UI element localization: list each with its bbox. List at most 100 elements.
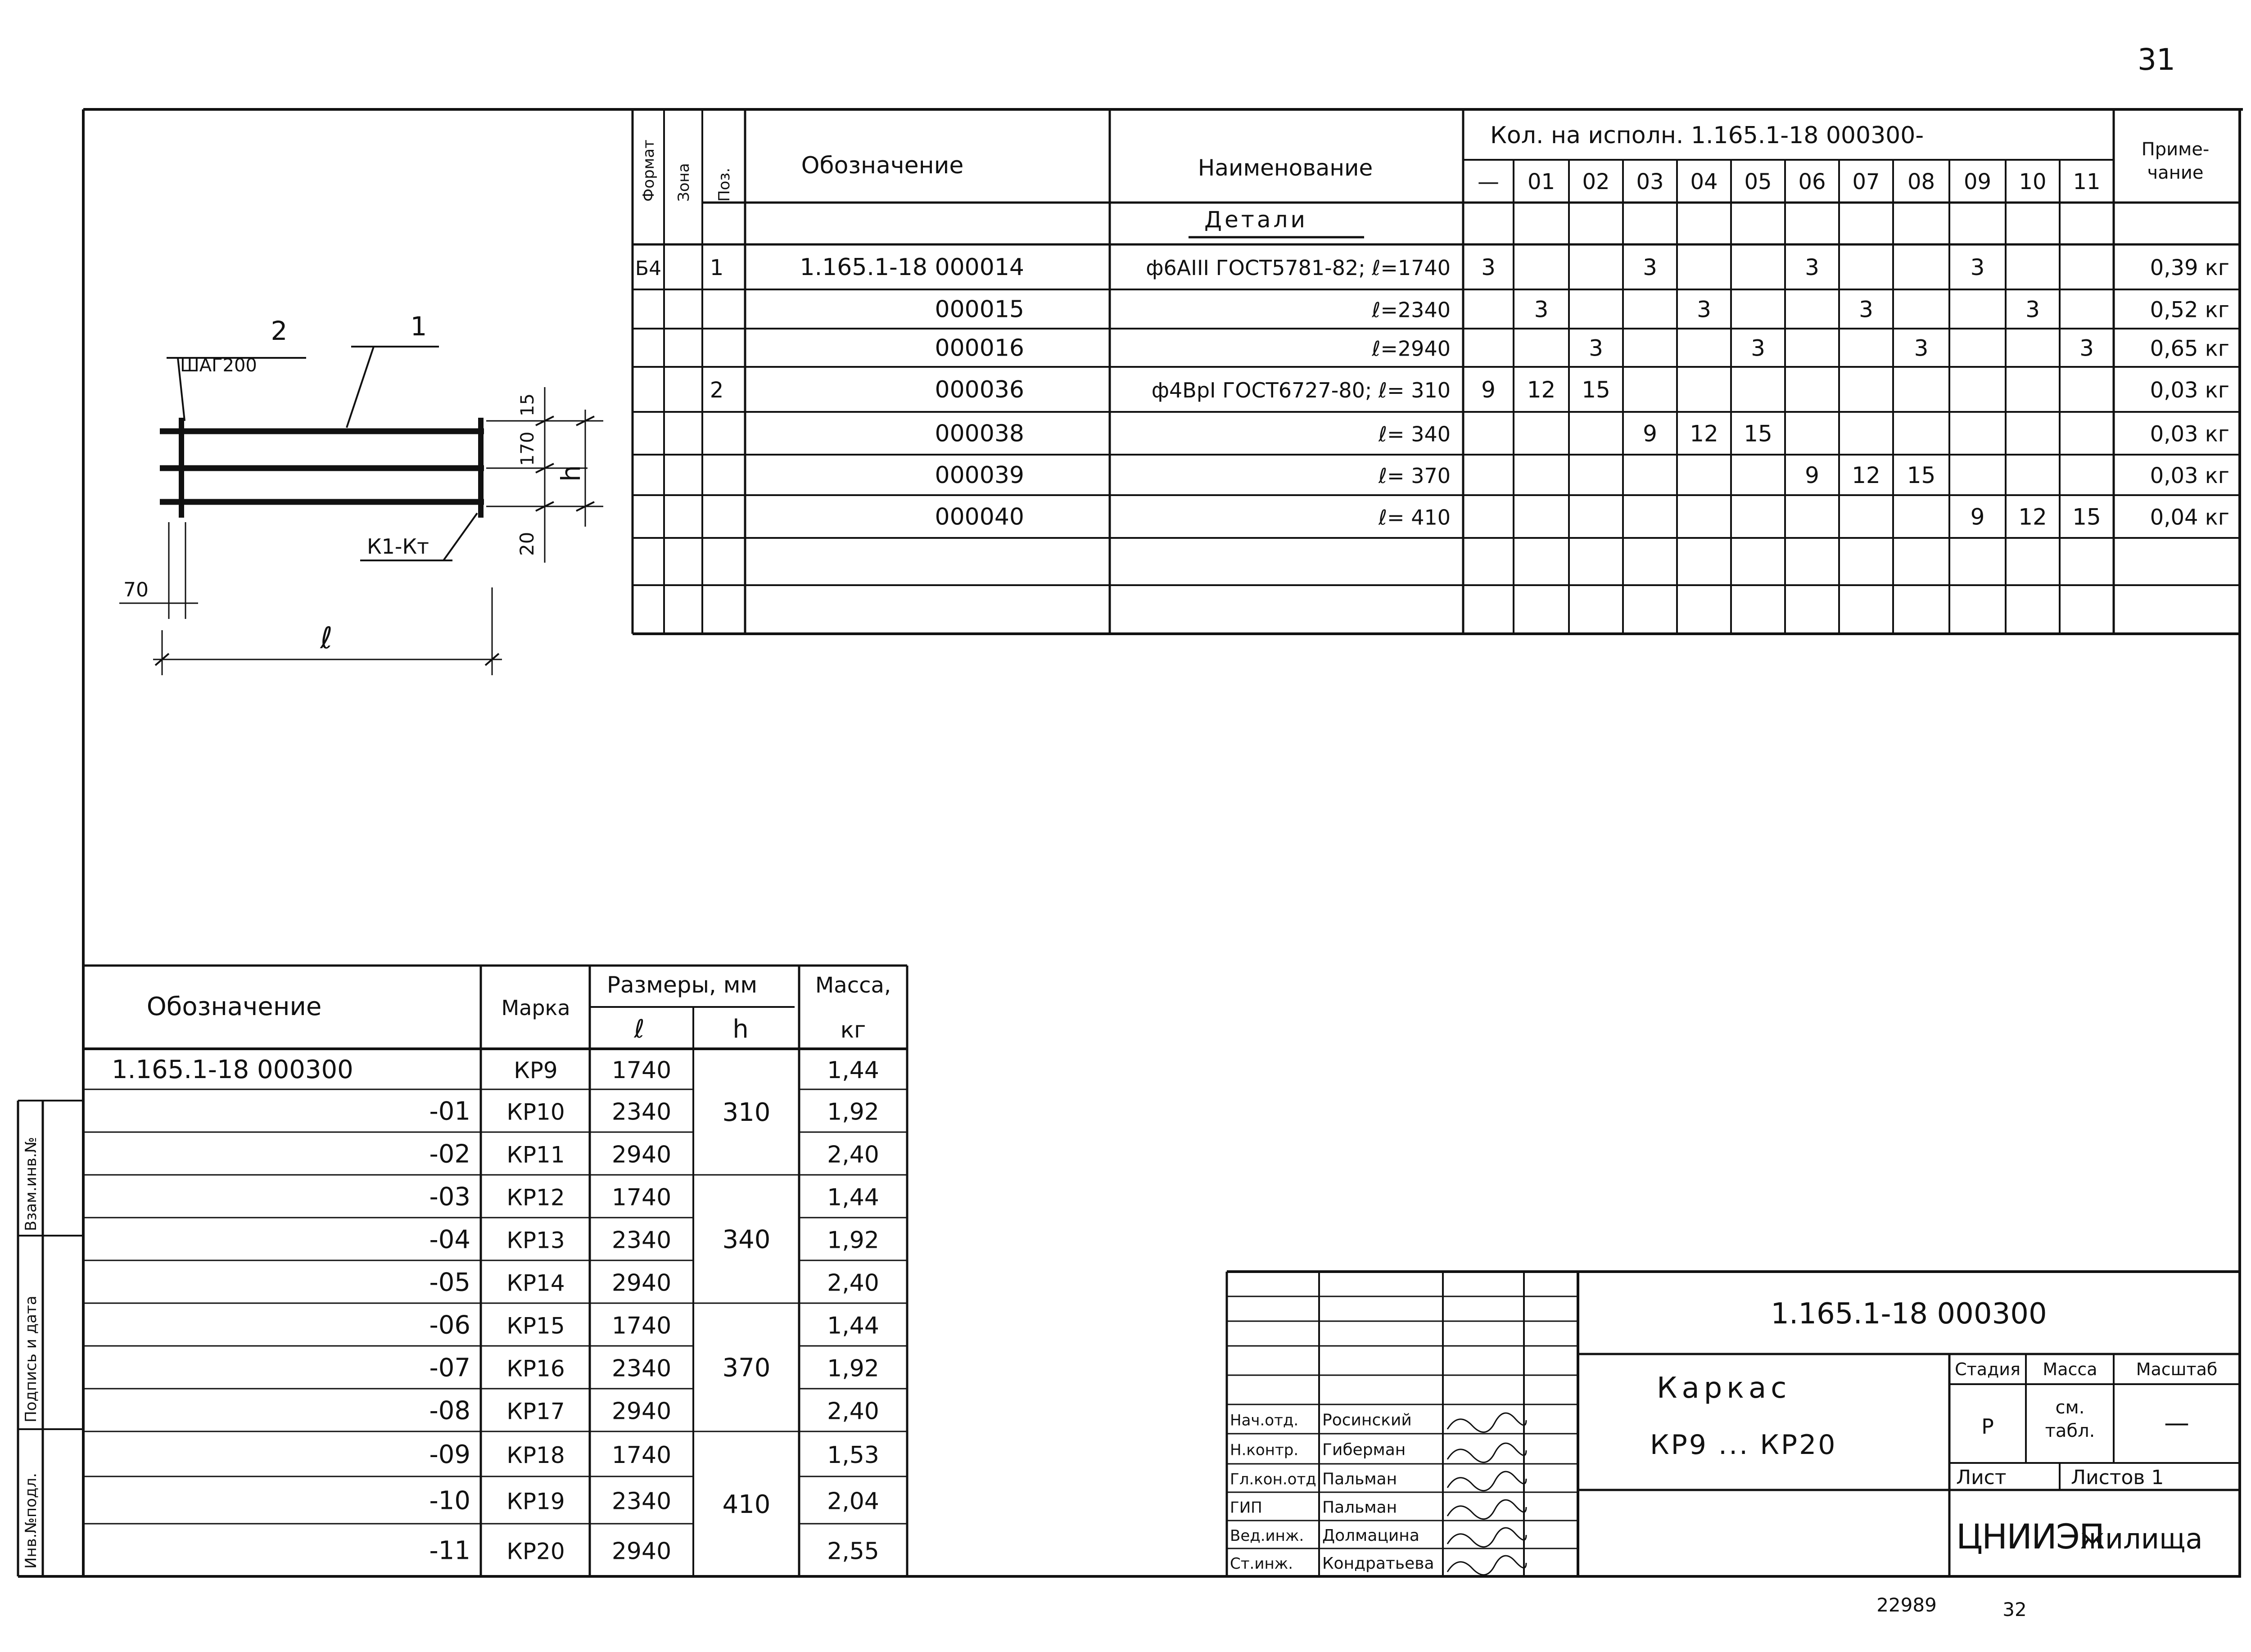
spec-cell-position: 2 [710,378,724,403]
size-cell-mark: КР12 [506,1185,565,1211]
spec-cell-qty: 15 [2072,504,2101,530]
spec-cell-qty: 12 [2018,504,2047,530]
size-cell-l: 2940 [612,1398,671,1425]
signature-mark [1446,1442,1527,1463]
spec-exec-col-03: 03 [1636,169,1663,194]
size-cell-designation: -11 [429,1536,470,1566]
spec-cell-qty: 3 [1481,254,1496,280]
spec-cell-qty: 15 [1907,462,1936,488]
spec-exec-col-06: 06 [1798,169,1826,194]
spec-cell-name: ℓ=2940 [1371,337,1451,361]
title-block-stage: Р [1981,1414,1994,1439]
size-cell-mass: 2,40 [827,1270,879,1297]
label-bar-marks: К1-Кт [367,534,429,559]
title-block-role: Ст.инж. [1230,1555,1293,1573]
size-cell-mass: 1,92 [827,1355,879,1382]
spec-cell-qty: 3 [1643,254,1657,280]
size-cell-l: 1740 [612,1184,671,1211]
size-cell-mark: КР16 [506,1356,565,1382]
label-step: ШАГ200 [180,355,257,376]
sizes-header-mark: Марка [501,996,570,1020]
spec-cell-qty: 3 [2079,335,2094,361]
spec-cell-name: ф6АIII ГОСТ5781-82; ℓ=1740 [1146,256,1451,280]
size-row: -03 КР12 1740 1,44 [429,1183,879,1212]
sizes-header-mass: Масса, [815,973,891,998]
sizes-header-l: ℓ [633,1015,644,1044]
size-cell-designation: -10 [429,1486,470,1516]
title-block-role-row: Вед.инж.Долмацина [1230,1526,1527,1548]
side-stamp-signature-date: Подпись и дата [22,1295,40,1422]
spec-header-position: Поз. [715,168,733,202]
spec-cell-qty: 3 [1534,297,1549,323]
spec-cell-qty: 3 [1859,297,1873,323]
size-cell-mass: 1,92 [827,1227,879,1254]
page-number: 31 [2138,42,2175,77]
spec-section-title: Детали [1204,207,1308,233]
size-cell-designation: 1.165.1-18 000300 [112,1055,353,1084]
signature-mark [1446,1471,1527,1492]
spec-cell-format: Б4 [635,257,661,280]
size-cell-designation: -03 [429,1183,470,1212]
size-cell-mark: КР19 [506,1489,565,1515]
size-cell-mark: КР13 [506,1228,565,1254]
size-cell-designation: -06 [429,1311,470,1340]
signature-mark [1446,1412,1527,1433]
title-block-person: Гиберман [1322,1441,1406,1459]
signature-mark [1446,1499,1527,1520]
spec-cell-qty: 12 [1527,377,1556,403]
size-cell-mark: КР9 [514,1057,557,1083]
dim-15: 15 [517,393,538,416]
spec-cell-position: 1 [710,255,724,280]
size-cell-designation: -08 [429,1396,470,1426]
spec-cell-qty: 9 [1971,504,1985,530]
dim-70: 70 [123,578,149,601]
title-block-mass-label: Масса [2043,1359,2097,1379]
title-block-person: Кондратьева [1322,1554,1434,1573]
footer-page-number: 32 [2002,1598,2026,1620]
spec-cell-designation: 000039 [935,462,1024,489]
title-block-sheets-label: Листов 1 [2071,1466,2164,1489]
spec-cell-qty: 3 [1751,335,1765,361]
spec-cell-note: 0,03 кг [2150,463,2229,488]
dim-l: ℓ [320,621,332,655]
size-cell-l: 2340 [612,1355,671,1382]
spec-exec-col-11: 11 [2073,169,2100,194]
spec-header-format: Формат [640,140,658,202]
size-cell-h: 340 [723,1225,771,1255]
size-cell-mass: 2,55 [827,1538,879,1565]
size-cell-l: 1740 [612,1313,671,1340]
sheet-frame [18,108,2243,1578]
title-block-scale: — [2164,1408,2189,1438]
spec-cell-qty: 9 [1643,421,1657,447]
spec-exec-col-07: 07 [1852,169,1880,194]
size-cell-h: 410 [723,1490,771,1519]
spec-cell-qty: 3 [1914,335,1929,361]
title-block-person: Пальман [1322,1470,1397,1489]
size-cell-mass: 1,44 [827,1057,879,1084]
spec-cell-name: ф4ВрI ГОСТ6727-80; ℓ= 310 [1152,378,1451,402]
sizes-header-dims: Размеры, мм [607,972,757,998]
size-cell-mark: КР14 [506,1270,565,1296]
size-cell-mass: 2,40 [827,1142,879,1169]
size-cell-mass: 1,44 [827,1184,879,1211]
spec-cell-qty: 3 [1971,254,1985,280]
side-stamp: Взам.инв.№ Подпись и дата Инв.№подл. [17,1100,83,1576]
size-cell-designation: -02 [429,1140,470,1169]
spec-cell-designation: 000015 [935,296,1024,323]
spec-cell-qty: 3 [2025,297,2040,323]
spec-cell-name: ℓ=2340 [1371,298,1451,322]
spec-cell-designation: 000038 [935,420,1024,447]
spec-cell-note: 0,65 кг [2150,336,2229,361]
